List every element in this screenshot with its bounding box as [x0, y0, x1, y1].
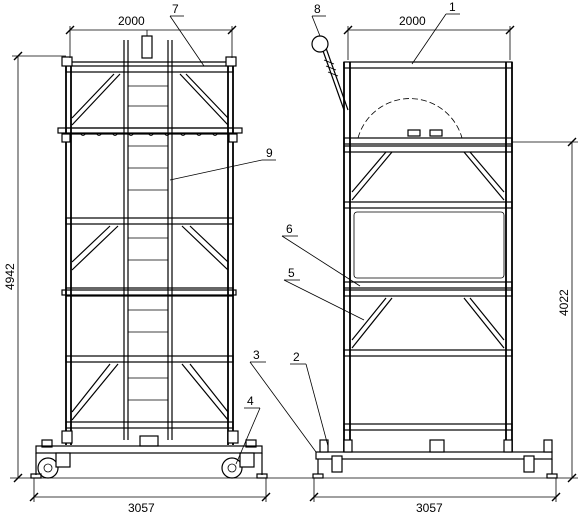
callout-4: 4 [247, 394, 254, 408]
callout-5: 5 [288, 266, 295, 280]
callout-9: 9 [266, 146, 273, 160]
dim-right-base: 3057 [416, 501, 443, 515]
right-caster-wheel [221, 452, 255, 479]
dim-left-base: 3057 [128, 501, 155, 515]
dim-left-height: 4942 [3, 263, 17, 290]
callout-2: 2 [293, 350, 300, 364]
callout-leaders [169, 13, 460, 465]
dim-right-height: 4022 [557, 289, 571, 316]
dimension-lines [12, 26, 578, 502]
callout-1: 1 [449, 0, 456, 14]
callout-8: 8 [314, 2, 321, 16]
dim-right-top-width: 2000 [399, 14, 426, 28]
right-tower-view [300, 35, 578, 479]
callout-3: 3 [253, 348, 260, 362]
dim-left-top-width: 2000 [118, 14, 145, 28]
dimension-ticks [13, 25, 577, 502]
callout-6: 6 [286, 222, 293, 236]
hoist-arm [311, 35, 349, 111]
left-caster-wheel [37, 452, 71, 479]
left-tower-view [10, 30, 300, 479]
callout-7: 7 [172, 2, 179, 16]
